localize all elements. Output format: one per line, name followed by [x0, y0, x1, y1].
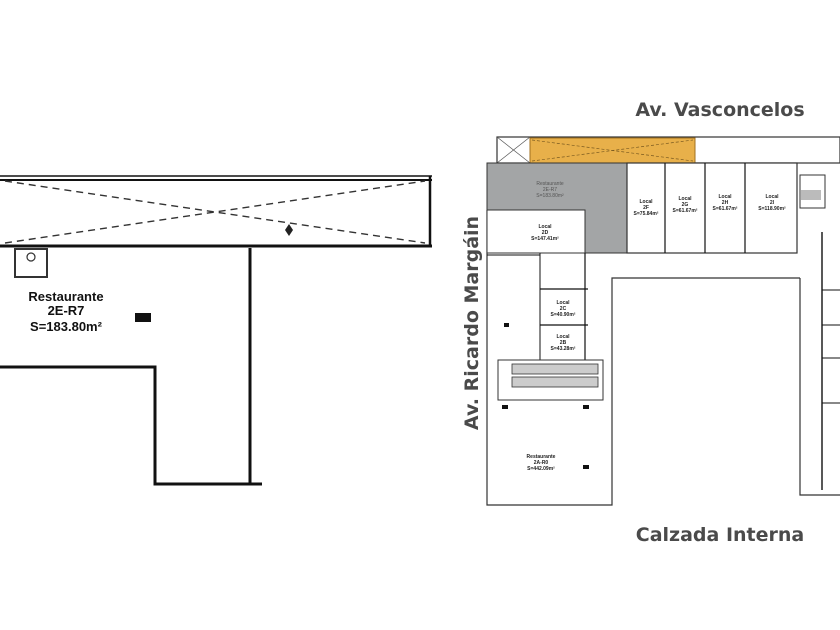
- column-marker: [504, 323, 509, 327]
- unit-name: Local: [765, 194, 779, 200]
- unit-code: 2H: [722, 200, 729, 206]
- unit-code: 2D: [542, 230, 549, 236]
- unit-code: 2E-R7: [543, 187, 557, 193]
- street-label-south: Calzada Interna: [636, 524, 804, 546]
- left-plan-detail: Restaurante 2E-R7 S=183.80m²: [0, 175, 432, 486]
- unit-name: Local: [718, 194, 732, 200]
- unit-name: Restaurante: [536, 181, 563, 187]
- stairs-icon: [801, 190, 821, 200]
- unit-code: 2F: [643, 205, 649, 211]
- unit-code: 2G: [682, 202, 689, 208]
- void-cross-line: [496, 136, 531, 164]
- unit-name: Restaurante: [28, 289, 103, 304]
- street-label-west: Av. Ricardo Margáin: [461, 216, 483, 430]
- void-cross-line: [4, 180, 426, 244]
- stair-core: [799, 174, 826, 209]
- void-cross-line: [4, 180, 426, 244]
- right-plan-overview: Av. Vasconcelos Calzada Interna Av. Rica…: [461, 99, 840, 546]
- unit-area: S=147.41m²: [531, 236, 559, 242]
- east-wing-outline: [799, 278, 840, 496]
- column-marker: [135, 313, 151, 322]
- escalator-hall: [497, 359, 604, 401]
- unit-code: 2A-R0: [534, 460, 549, 466]
- void-cross-line: [531, 139, 694, 162]
- unit-area: S=75.84m²: [634, 211, 659, 217]
- unit-area: S=442.09m²: [527, 466, 555, 472]
- column-marker: [583, 405, 589, 409]
- unit-name: Local: [538, 224, 552, 230]
- unit-name: Local: [678, 196, 692, 202]
- wall: [0, 365, 262, 486]
- unit-area: S=61.67m²: [673, 208, 698, 214]
- unit-area: S=40.90m²: [551, 312, 576, 318]
- toilet-icon: [26, 252, 36, 262]
- unit-area: S=61.67m²: [713, 206, 738, 212]
- unit-code: 2E-R7: [48, 303, 85, 318]
- escalator-icon: [511, 363, 599, 375]
- unit-code: 2B: [560, 340, 567, 346]
- locals-row: [626, 162, 798, 254]
- column-marker: [583, 465, 589, 469]
- west-wing-outline: [486, 210, 800, 506]
- unit-area: S=183.80m²: [536, 193, 564, 199]
- restroom-icon: [14, 248, 48, 278]
- unit-name: Local: [639, 199, 653, 205]
- unit-code: 2C: [560, 306, 567, 312]
- escalator-icon: [511, 376, 599, 388]
- unit-area: S=183.80m²: [30, 319, 103, 334]
- unit-code: 2I: [770, 200, 775, 206]
- street-label-north: Av. Vasconcelos: [635, 99, 804, 121]
- local-2D: [486, 209, 586, 254]
- unit-name: Restaurante: [527, 454, 556, 460]
- column-marker: [502, 405, 508, 409]
- unit-name: Local: [556, 334, 570, 340]
- unit-area: S=118.90m²: [758, 206, 786, 212]
- unit-name: Local: [556, 300, 570, 306]
- level-marker-icon: [285, 224, 293, 236]
- unit-area: S=43.28m²: [551, 346, 576, 352]
